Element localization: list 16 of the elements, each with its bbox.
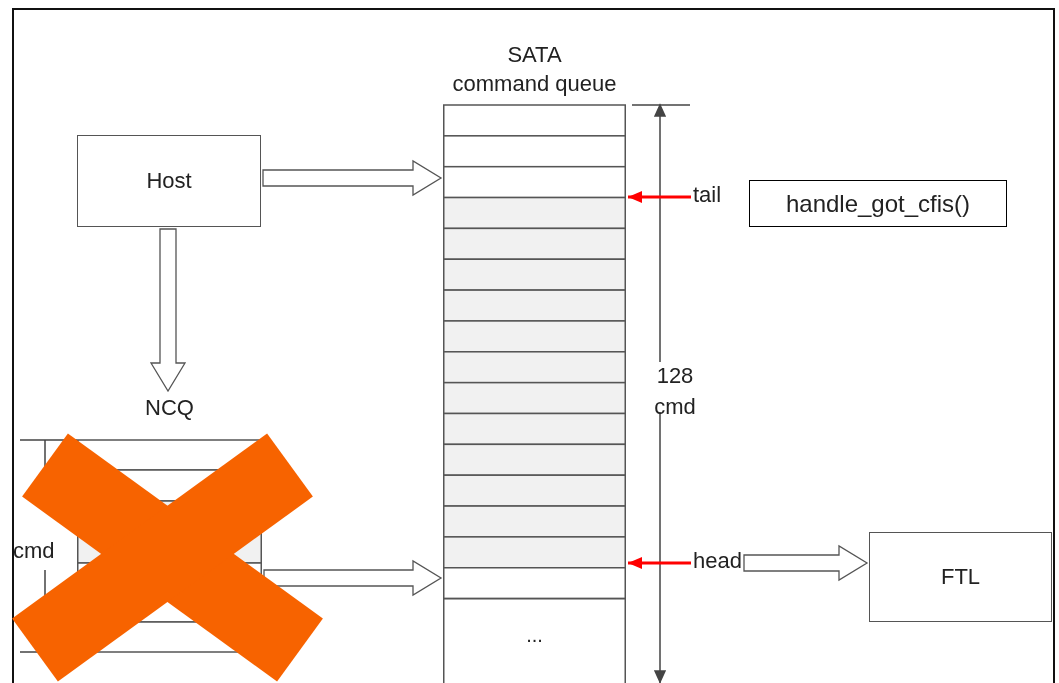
block-arrow: [743, 544, 869, 582]
queue-heading: NCQ: [144, 395, 195, 421]
pointer-label: tail: [693, 182, 722, 208]
pointer-label: head: [693, 548, 742, 574]
block-arrow: [263, 559, 443, 597]
side-label: cmd: [13, 538, 55, 564]
process-box: handle_got_cfis(): [749, 180, 1007, 227]
queue-heading: SATA command queue: [451, 41, 618, 98]
arrow: [628, 191, 691, 203]
block-arrow: [262, 159, 443, 197]
process-box: Host: [77, 135, 261, 227]
process-box: FTL: [869, 532, 1052, 622]
arrow: [628, 557, 691, 569]
ellipsis-text: ...: [525, 623, 544, 647]
block-arrow: [149, 228, 187, 393]
dimension-label: 128 cmd: [653, 362, 697, 421]
